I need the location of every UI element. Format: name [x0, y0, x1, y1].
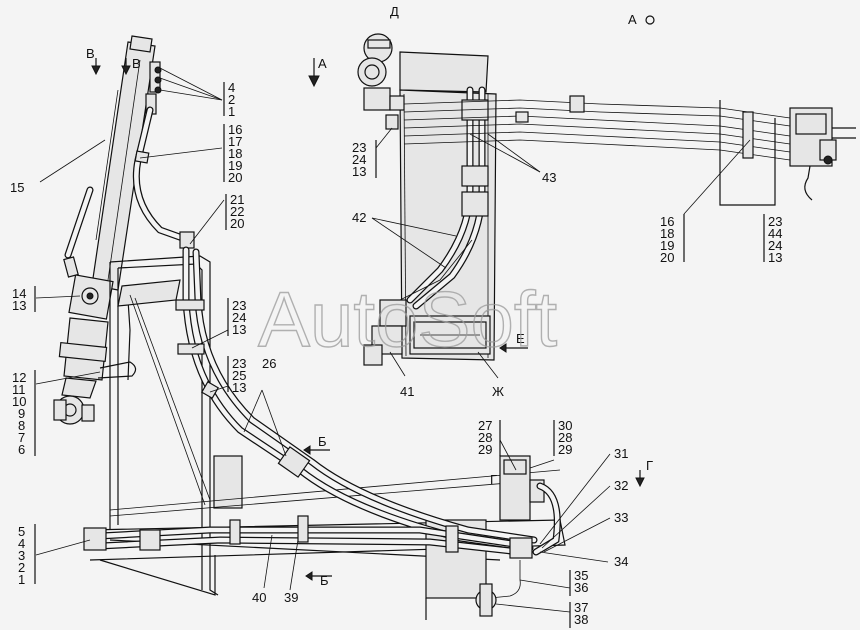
callout: 38 [574, 612, 588, 627]
callout: 4 [228, 80, 235, 95]
callout: 32 [614, 478, 628, 493]
callout: 13 [232, 380, 246, 395]
callout: 23 [232, 356, 246, 371]
callout: 13 [768, 250, 782, 265]
callout: 44 [768, 226, 782, 241]
view-label-d: Д [390, 4, 399, 19]
callout: 39 [284, 590, 298, 605]
view-label-b-lower: Б [320, 573, 329, 588]
callout: 24 [768, 238, 782, 253]
view-label-g-left: Г [490, 472, 497, 487]
callout: 13 [232, 322, 246, 337]
leader-lines [34, 67, 765, 628]
callout: 21 [230, 192, 244, 207]
callout: 20 [230, 216, 244, 231]
callout: 17 [228, 134, 242, 149]
view-arrows [91, 15, 655, 581]
callout: 7 [18, 430, 25, 445]
callout: 24 [232, 310, 246, 325]
callout: 22 [230, 204, 244, 219]
callout: 3 [18, 548, 25, 563]
callout: 24 [352, 152, 366, 167]
callout: 41 [400, 384, 414, 399]
callout: 26 [262, 356, 276, 371]
callout: 30 [558, 418, 572, 433]
hydraulic-tank [357, 33, 497, 366]
callout: 14 [12, 286, 26, 301]
view-label-e: Е [516, 331, 525, 346]
callout: 1 [18, 572, 25, 587]
callout: 36 [574, 580, 588, 595]
callout: 13 [352, 164, 366, 179]
valve-block-g [475, 455, 561, 617]
view-label-g-right: Г [646, 458, 653, 473]
callout-group: 4 2 1 16 17 18 19 20 21 22 20 15 14 13 2… [10, 80, 782, 627]
view-label-group: Д A A В В Б Б Е Ж Г Г [86, 4, 653, 588]
callout: 12 [12, 370, 26, 385]
callout: 19 [228, 158, 242, 173]
callout: 18 [228, 146, 242, 161]
callout: 15 [10, 180, 24, 195]
callout: 18 [660, 226, 674, 241]
callout: 13 [12, 298, 26, 313]
callout: 23 [232, 298, 246, 313]
callout: 16 [660, 214, 674, 229]
view-label-a-top: A [628, 12, 637, 27]
callout: 11 [12, 382, 26, 397]
callout: 29 [478, 442, 492, 457]
callout: 42 [352, 210, 366, 225]
callout: 35 [574, 568, 588, 583]
frame-hoses [83, 246, 538, 559]
callout: 23 [352, 140, 366, 155]
callout: 28 [558, 430, 572, 445]
callout: 8 [18, 418, 25, 433]
watermark-text: AutoSoft [258, 275, 558, 363]
callout: 16 [228, 122, 242, 137]
callout: 2 [18, 560, 25, 575]
callout: 4 [18, 536, 25, 551]
hydraulic-cylinder [53, 35, 162, 425]
callout: 34 [614, 554, 628, 569]
callout: 20 [228, 170, 242, 185]
callout: 2 [228, 92, 235, 107]
view-label-zh: Ж [492, 384, 504, 399]
callout: 28 [478, 430, 492, 445]
callout: 10 [12, 394, 26, 409]
view-label-v-right: В [132, 56, 141, 71]
callout: 25 [232, 368, 246, 383]
callout: 29 [558, 442, 572, 457]
callout: 6 [18, 442, 25, 457]
view-label-a-arrow: A [318, 56, 327, 71]
view-label-b-upper: Б [318, 434, 327, 449]
cylinder-hoses [63, 106, 195, 278]
callout: 5 [18, 524, 25, 539]
callout: 27 [478, 418, 492, 433]
right-beam [719, 100, 856, 206]
callout: 43 [542, 170, 556, 185]
callout: 33 [614, 510, 628, 525]
callout: 23 [768, 214, 782, 229]
callout: 20 [660, 250, 674, 265]
view-label-v-left: В [86, 46, 95, 61]
callout: 9 [18, 406, 25, 421]
tank-hoses [399, 86, 791, 310]
callout: 1 [228, 104, 235, 119]
callout: 31 [614, 446, 628, 461]
callout: 37 [574, 600, 588, 615]
callout: 40 [252, 590, 266, 605]
callout: 19 [660, 238, 674, 253]
